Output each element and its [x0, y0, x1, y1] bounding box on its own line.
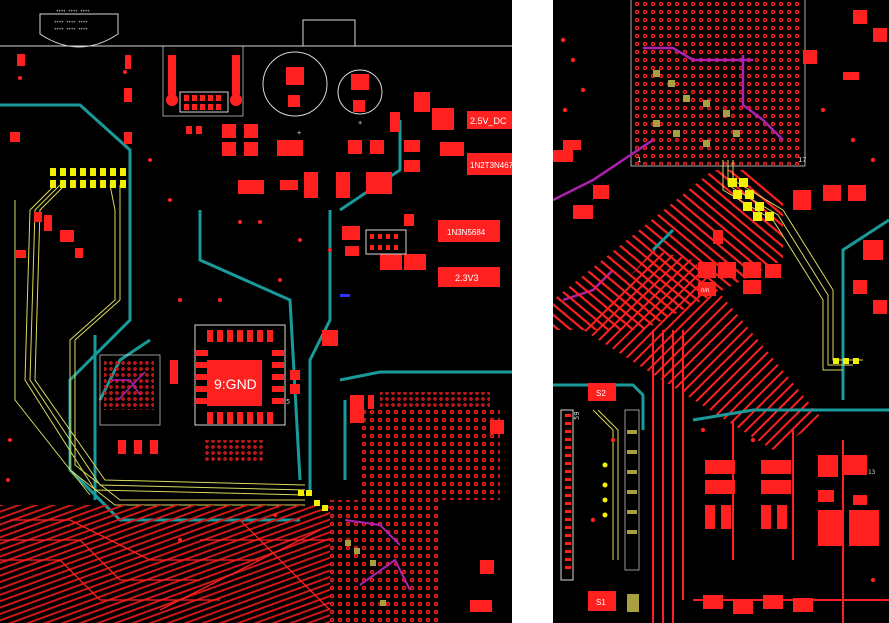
label-2v3v3-text: 2.3V3 [455, 273, 479, 283]
ic-pin-1: 1 [637, 156, 641, 164]
switch-s2-label: S2 [596, 389, 606, 398]
switch-s2 [588, 383, 616, 401]
label-2v5-dc-text: 2.5V_DC [470, 116, 507, 126]
connector-pin-59: 59 [573, 412, 581, 420]
switch-s1-label: S1 [596, 598, 606, 607]
svg-text:++++ ++++ ++++: ++++ ++++ ++++ [56, 8, 90, 13]
svg-text:++++ ++++ ++++: ++++ ++++ ++++ [54, 26, 88, 31]
label-2v5-dc [467, 111, 512, 129]
svg-text:n/n: n/n [701, 288, 709, 294]
label-1n2t3n467 [467, 153, 512, 175]
svg-text:+: + [358, 119, 362, 127]
gnd-pad-label: 9:GND [214, 376, 257, 392]
ic-pin-17: 17 [798, 156, 806, 164]
gnd-pad [207, 360, 262, 406]
pin-label-5: 5 [286, 398, 290, 406]
label-1n3n5684-text: 1N3N5684 [447, 228, 486, 237]
label-1n3n5684 [438, 220, 500, 242]
label-2v3v3 [438, 267, 500, 287]
pcb-right-canvas: 17 1 [553, 0, 889, 623]
svg-text:++++ ++++ ++++: ++++ ++++ ++++ [54, 19, 88, 24]
label-1n2t3n467-text: 1N2T3N467 [470, 161, 512, 170]
svg-text:+: + [297, 129, 301, 137]
pcb-view-right: 17 1 [553, 0, 889, 623]
pcb-left-canvas: ++++ ++++ ++++ ++++ ++++ ++++ ++++ ++++ … [0, 8, 512, 623]
pcb-view-left: ++++ ++++ ++++ ++++ ++++ ++++ ++++ ++++ … [0, 0, 512, 623]
ic-pin-13: 13 [868, 469, 876, 476]
switch-s1 [588, 591, 616, 611]
